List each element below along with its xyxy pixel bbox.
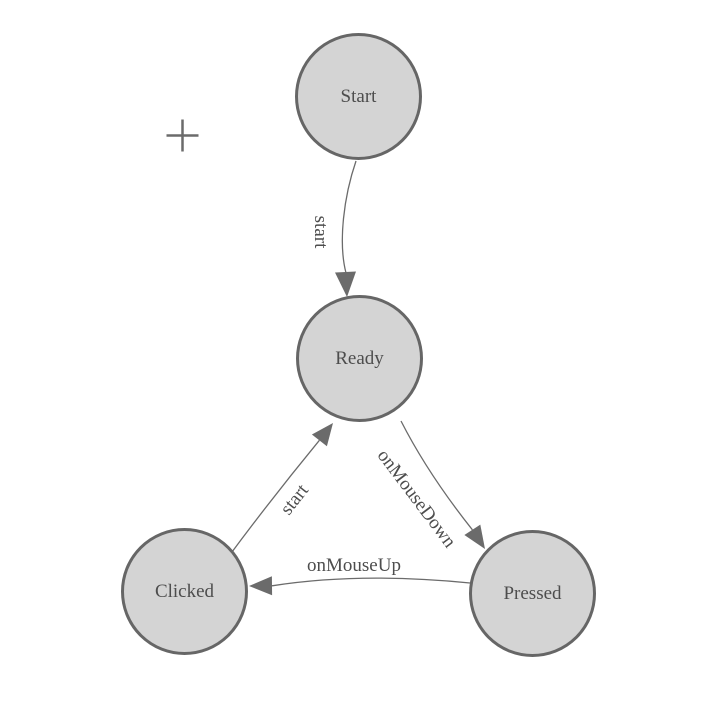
edge-ready-pressed[interactable] [400, 420, 485, 549]
arrowhead-icon [464, 524, 485, 549]
state-node-pressed[interactable]: Pressed [469, 530, 596, 657]
arrowhead-icon [335, 271, 356, 297]
state-label-clicked: Clicked [154, 580, 215, 602]
state-label-pressed: Pressed [503, 582, 562, 604]
plus-icon[interactable] [166, 119, 199, 152]
state-node-start[interactable]: Start [295, 33, 422, 160]
arrowhead-icon [249, 576, 273, 596]
state-node-clicked[interactable]: Clicked [121, 528, 248, 655]
edge-pressed-clicked[interactable] [249, 576, 471, 596]
edge-start-ready[interactable] [335, 160, 357, 297]
edge-label-start-ready[interactable]: start [310, 215, 331, 249]
state-node-ready[interactable]: Ready [296, 295, 423, 422]
state-label-ready: Ready [335, 347, 384, 369]
arrowhead-icon [311, 423, 333, 447]
state-label-start: Start [340, 85, 377, 107]
edge-label-pressed-clicked[interactable]: onMouseUp [307, 555, 401, 576]
edge-clicked-ready[interactable] [228, 423, 333, 557]
